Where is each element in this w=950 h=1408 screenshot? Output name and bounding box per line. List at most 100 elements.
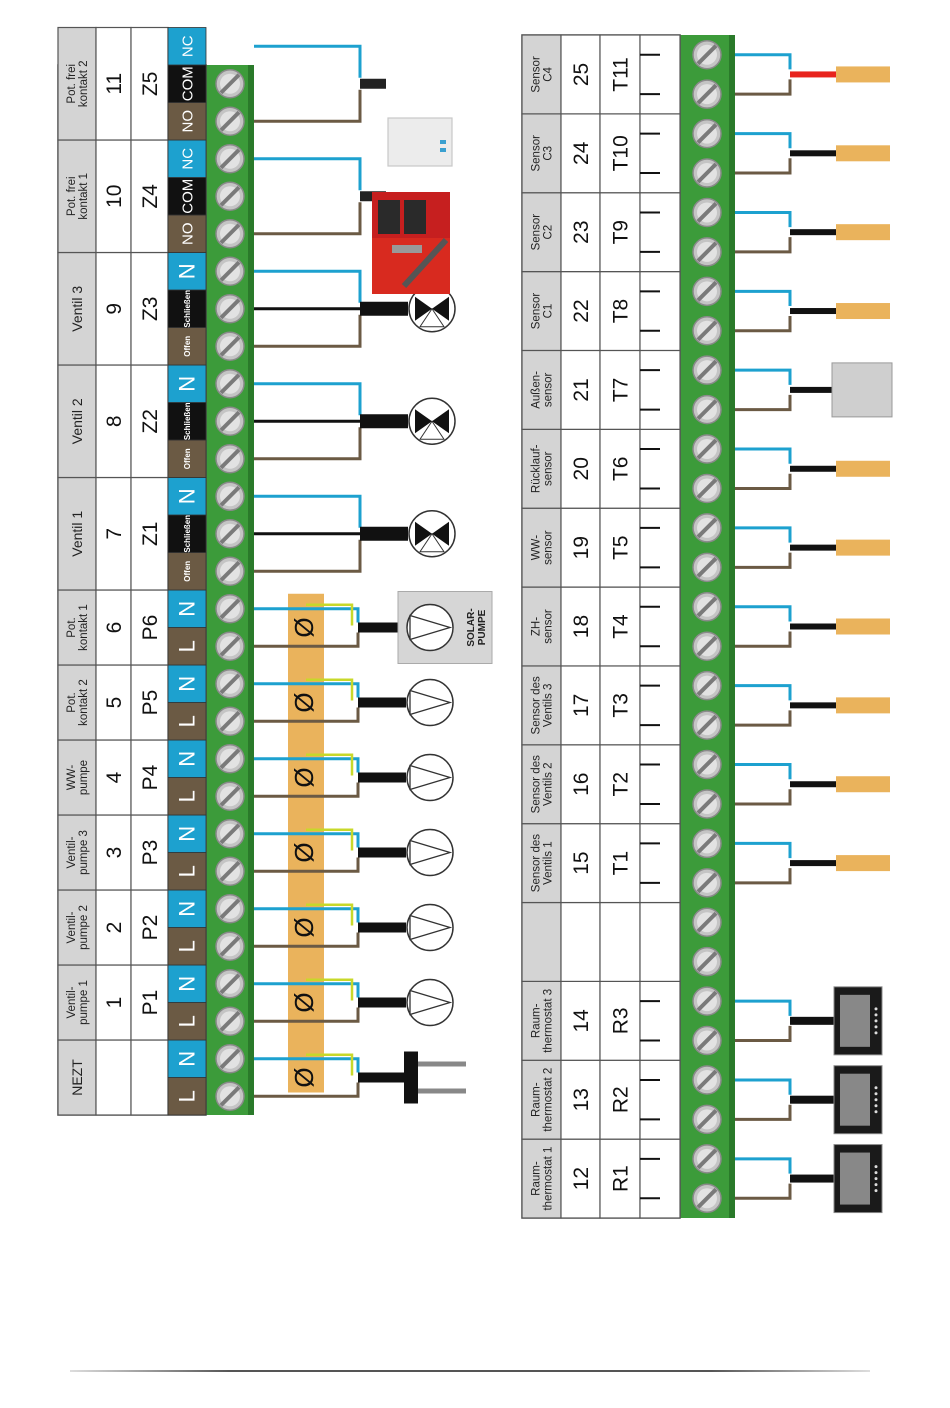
terminal-label-line: L — [175, 1090, 200, 1102]
left-code-label-line: P1 — [139, 990, 162, 1016]
boiler-door — [404, 200, 426, 234]
temperature-sensor-icon — [836, 145, 890, 162]
screw-right-slot — [696, 1148, 718, 1170]
right-header-cell — [521, 1059, 562, 1140]
terminal-label-line: COM — [179, 179, 196, 214]
right-code-cell — [599, 428, 641, 509]
terminal-label-cell — [167, 852, 207, 891]
terminal-label-cell — [167, 552, 207, 591]
right-code-label: T4 — [609, 614, 632, 639]
pe-ground-bar — [288, 593, 324, 1093]
right-code-label: T11 — [609, 57, 632, 92]
temperature-sensor-icon — [836, 224, 890, 241]
sensor-wire-blue — [735, 289, 792, 307]
right-header-cell — [521, 349, 562, 430]
pump-triangle — [409, 914, 453, 941]
sensor-cable — [790, 308, 838, 315]
power-wire-blue — [254, 982, 360, 998]
right-code-label: T5 — [609, 535, 632, 560]
right-header-label-line: thermostat 1 — [543, 1147, 555, 1211]
thermostat-dot — [874, 1092, 878, 1096]
temperature-sensor-icon — [836, 697, 890, 714]
left-header-cell — [57, 26, 97, 141]
right-number-label: 24 — [570, 141, 593, 165]
left-number-cell — [95, 889, 132, 966]
left-number-label: 1 — [103, 997, 126, 1009]
pe-wire — [306, 903, 354, 926]
right-number-label: 20 — [570, 457, 593, 480]
left-header-cell — [57, 964, 97, 1041]
terminal-label: N — [175, 976, 200, 992]
sensor-wire-brown — [735, 394, 792, 412]
mixing-valve-tri-b — [432, 296, 449, 321]
right-number-label-line: 17 — [570, 694, 593, 717]
pump-triangle — [409, 689, 453, 716]
screw-right-slot — [696, 83, 718, 105]
right-blank-cell — [639, 192, 681, 273]
screw-right-slot — [696, 320, 718, 342]
terminal-label: L — [175, 640, 200, 652]
left-number-cell — [95, 814, 132, 891]
right-blank-cell — [639, 901, 681, 982]
screw-left-slot — [219, 860, 241, 882]
sensor-wire-blue — [735, 53, 792, 70]
left-code-cell — [130, 964, 169, 1041]
wall-unit-led — [440, 140, 446, 144]
left-number-label: 5 — [103, 697, 126, 709]
screw-left-slot — [219, 148, 241, 170]
right-number-label-line: 15 — [570, 851, 593, 874]
left-header-label: Ventil-pumpe 2 — [66, 905, 90, 950]
right-code-label: R1 — [609, 1165, 632, 1192]
ground-symbol: Ø — [289, 692, 319, 712]
sensor-wire-blue — [735, 763, 792, 780]
screw-left-slot — [219, 373, 241, 395]
right-header-cell — [521, 1138, 562, 1219]
left-code-label: P4 — [139, 764, 162, 790]
screw-left-slot — [219, 598, 241, 620]
sensor-wire-brown — [735, 552, 792, 569]
right-number-cell — [560, 271, 601, 352]
right-header-label-line: Sensor — [530, 135, 542, 172]
right-header-label-line: Sensor des — [530, 676, 542, 734]
terminal-label-cell — [167, 964, 207, 1003]
sensor-wire-blue — [735, 447, 792, 464]
left-code-cell — [130, 139, 169, 254]
terminal-label-line: N — [175, 901, 200, 917]
screw-left-slot — [219, 73, 241, 95]
right-code-label: T6 — [609, 457, 632, 482]
terminal-label-line: NC — [179, 35, 196, 57]
left-number-label: 4 — [103, 771, 126, 783]
screw-right-slot — [696, 951, 718, 973]
bottom-rule — [70, 1370, 870, 1372]
valve-wire-blue — [254, 269, 362, 303]
screw-right-slot — [696, 635, 718, 657]
left-code-cell — [130, 1039, 169, 1116]
left-number-label-line: 7 — [103, 528, 126, 540]
terminal-label: N — [175, 826, 200, 842]
valve-cable — [360, 301, 408, 316]
right-header-label-line: Ventils 2 — [543, 762, 555, 805]
power-wire-brown — [254, 632, 360, 648]
terminal-label: NC — [179, 148, 196, 170]
right-number-label-line: 22 — [570, 299, 593, 322]
screw-left-slot — [219, 260, 241, 282]
left-code-cell — [130, 251, 169, 366]
left-header-cell — [57, 251, 97, 366]
thermostat-cable — [790, 1174, 836, 1183]
left-code-label-line: Z2 — [139, 409, 162, 434]
sensor-wire-brown — [735, 710, 792, 727]
terminal-strip-left-edge — [248, 65, 254, 1115]
left-number-label: 9 — [103, 303, 126, 315]
terminal-label-line: Schließen — [183, 290, 192, 328]
terminal-label-cell — [167, 814, 207, 853]
right-header-label-line: Raum- — [530, 1003, 542, 1038]
left-number-cell — [95, 26, 132, 141]
terminal-strip-right — [680, 35, 735, 1218]
contact-wire-brown — [254, 202, 362, 236]
terminal-label-cell — [167, 402, 207, 441]
right-header-label: Sensor desVentils 2 — [530, 755, 554, 813]
pump-triangle — [409, 764, 453, 791]
right-code-label-line: T1 — [609, 851, 632, 876]
terminal-label: L — [175, 1090, 200, 1102]
terminal-label-cell — [167, 64, 207, 103]
